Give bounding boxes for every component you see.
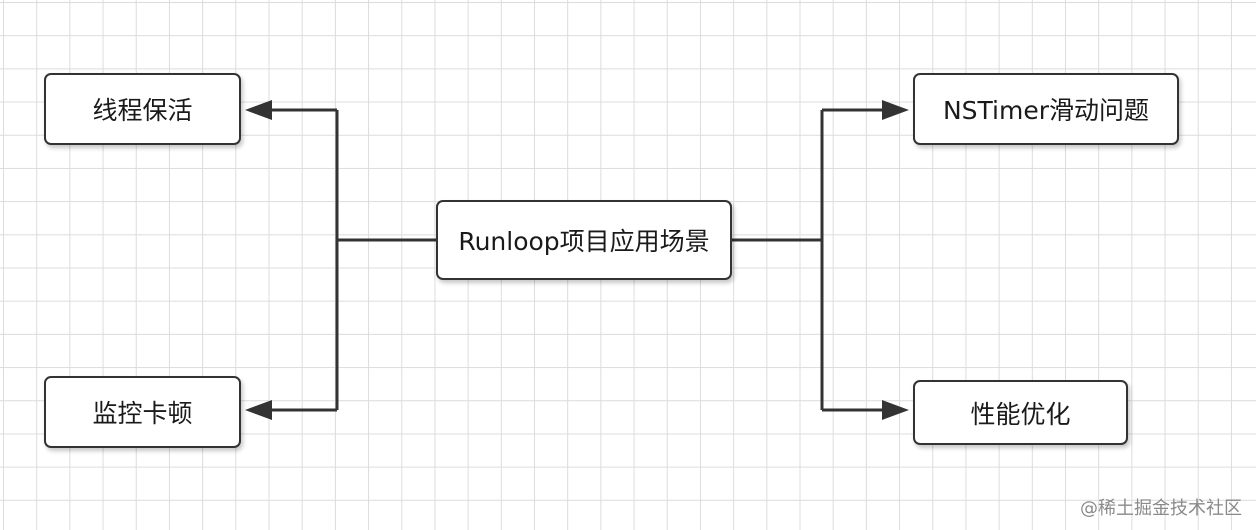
node-right-bottom-label: 性能优化 — [970, 399, 1071, 429]
node-left-top-label: 线程保活 — [92, 96, 193, 125]
node-left-bottom: 监控卡顿 — [44, 376, 241, 448]
arrowhead-left-bottom — [245, 400, 272, 420]
center-node-label: Runloop项目应用场景 — [458, 227, 710, 256]
arrowhead-right-bottom — [882, 400, 909, 420]
node-left-bottom-label: 监控卡顿 — [92, 399, 193, 428]
arrowhead-right-top — [882, 100, 909, 120]
node-left-top: 线程保活 — [44, 73, 241, 145]
watermark: @稀土掘金技术社区 — [1080, 498, 1242, 519]
arrowhead-left-top — [245, 100, 272, 120]
node-right-top-label: NSTimer滑动问题 — [942, 96, 1150, 125]
center-node: Runloop项目应用场景 — [436, 200, 732, 280]
node-right-bottom: 性能优化 — [913, 380, 1128, 445]
node-right-top: NSTimer滑动问题 — [913, 73, 1179, 145]
